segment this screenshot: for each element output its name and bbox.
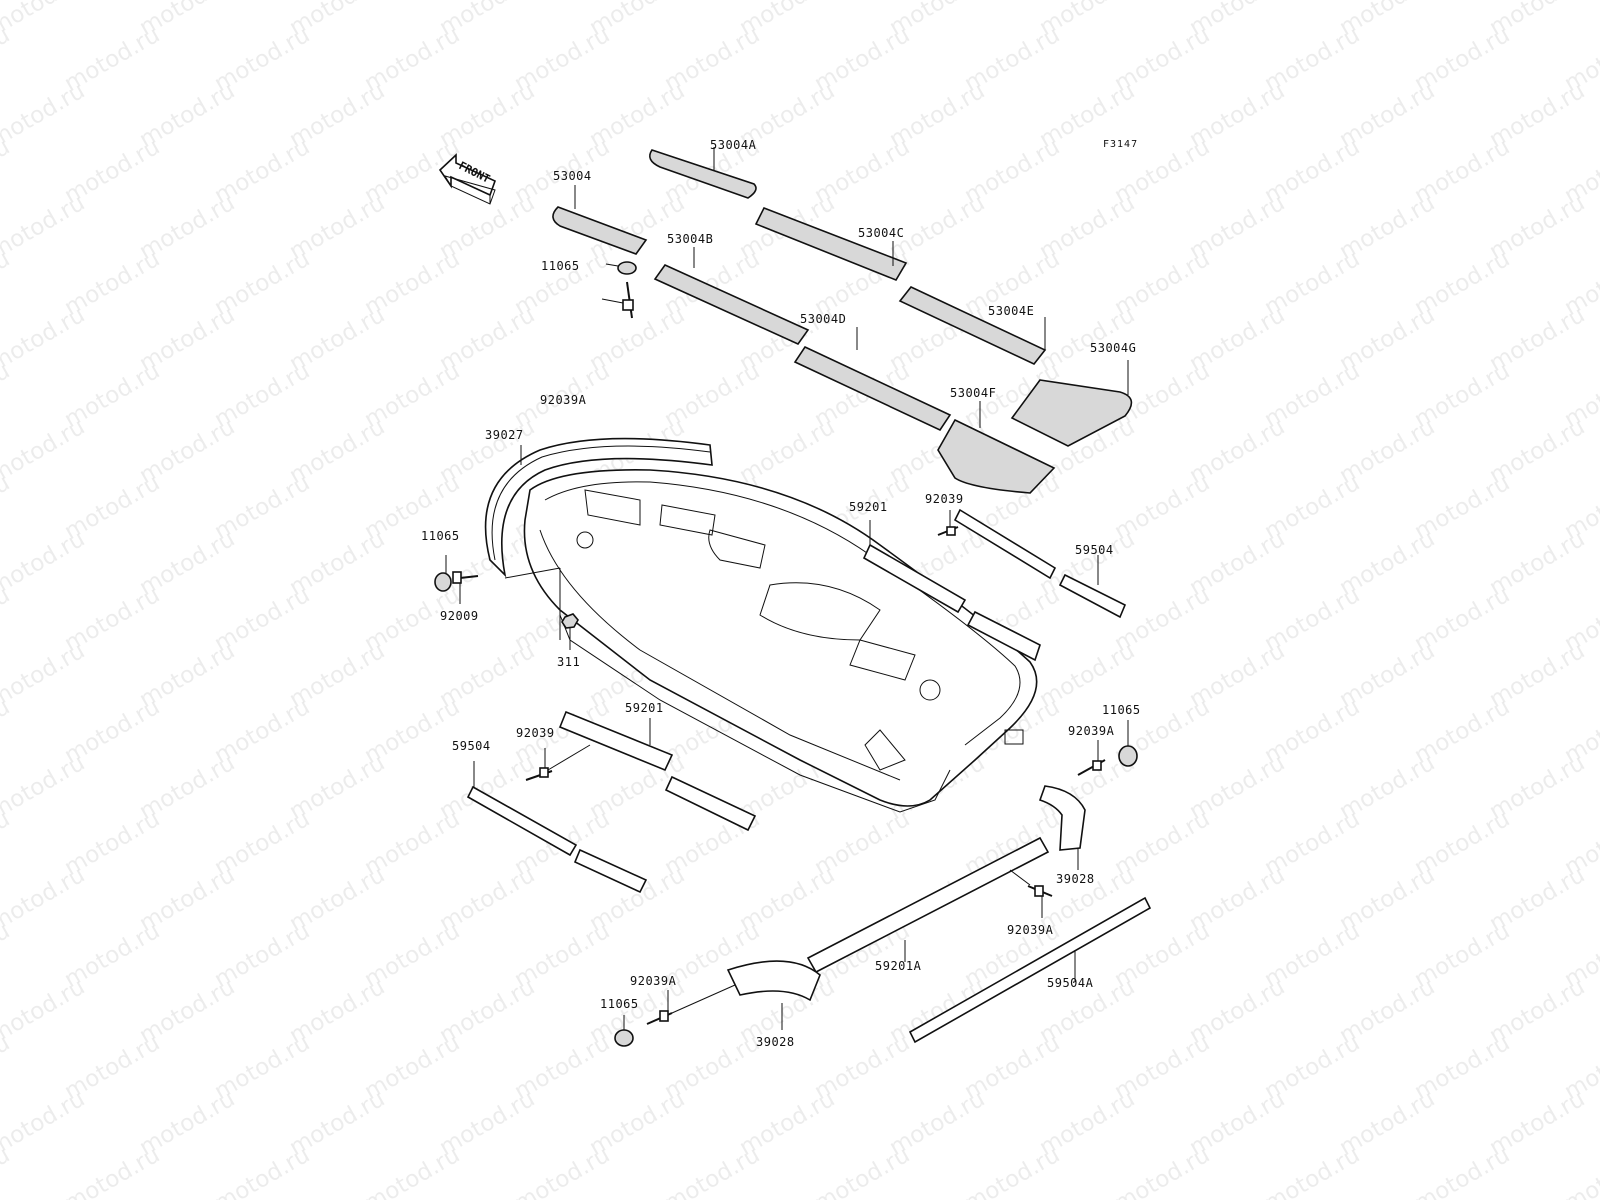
- rivet-92039A-bottom: [646, 984, 736, 1025]
- sheet-code: F3147: [1103, 139, 1138, 150]
- cap-11065-left: [434, 555, 452, 592]
- watermark-text: motod.ru: [0, 414, 89, 489]
- callout-53004A: 53004A: [710, 138, 757, 152]
- watermark-text: motod.ru: [0, 1086, 89, 1161]
- mat-53004F: [937, 401, 1056, 494]
- callout-59201A: 59201A: [875, 959, 922, 973]
- strip-59504A: [908, 896, 1152, 1044]
- callout-11065-top: 11065: [541, 259, 580, 273]
- strip-59504-left: [466, 761, 648, 894]
- watermark-text: motod.ru: [210, 1142, 314, 1200]
- mat-53004: [552, 185, 648, 255]
- watermark-text: motod.ru: [0, 918, 14, 993]
- watermark-text: motod.ru: [0, 22, 14, 97]
- rivet-92039A-mid: [1027, 885, 1053, 918]
- guard-59201-left: [558, 710, 757, 832]
- watermark-text: motod.ru: [0, 806, 14, 881]
- callout-53004F: 53004F: [950, 386, 996, 400]
- callout-92039A-top: 92039A: [540, 393, 587, 407]
- guard-59201A: [806, 836, 1050, 974]
- cap-11065-top: [605, 261, 637, 275]
- watermark-text: motod.ru: [1560, 1142, 1600, 1200]
- callout-92039-right: 92039: [925, 492, 964, 506]
- watermark-text: motod.ru: [0, 1030, 14, 1105]
- watermark-text: motod.ru: [0, 358, 14, 433]
- guard-59201-right: [862, 520, 1041, 662]
- callout-92039A-bottom: 92039A: [630, 974, 677, 988]
- watermark-text: motod.ru: [0, 246, 14, 321]
- watermark-text: motod.ru: [0, 470, 14, 545]
- callouts: 53004A 53004 53004B 53004C 53004D 53004E…: [421, 138, 1141, 1049]
- cap-11065-bottom: [614, 1015, 634, 1047]
- callout-39027: 39027: [485, 428, 524, 442]
- watermark-text: motod.ru: [0, 302, 89, 377]
- watermark-text: motod.ru: [0, 190, 89, 265]
- callout-92039A-mid: 92039A: [1007, 923, 1054, 937]
- watermark-text: motod.ru: [1110, 1142, 1214, 1200]
- callout-59201-left: 59201: [625, 701, 664, 715]
- watermark-text: motod.ru: [60, 1142, 164, 1200]
- mat-53004A: [649, 147, 757, 199]
- bumper-39027: [484, 437, 713, 578]
- callout-59504A: 59504A: [1047, 976, 1094, 990]
- callout-39028-bottom: 39028: [756, 1035, 795, 1049]
- callout-92039A-right: 92039A: [1068, 724, 1115, 738]
- watermark-text: motod.ru: [660, 1142, 764, 1200]
- callout-53004C: 53004C: [858, 226, 904, 240]
- front-arrow: FRONT: [438, 153, 496, 205]
- watermark-text: motod.ru: [0, 750, 89, 825]
- callout-53004D: 53004D: [800, 312, 846, 326]
- watermark-text: motod.ru: [510, 1142, 614, 1200]
- callout-11065-left: 11065: [421, 529, 460, 543]
- mat-53004C: [754, 206, 908, 281]
- callout-53004B: 53004B: [667, 232, 713, 246]
- callout-53004E: 53004E: [988, 304, 1034, 318]
- callout-92039-left: 92039: [516, 726, 555, 740]
- watermark-text: motod.ru: [0, 78, 89, 153]
- callout-59504-right: 59504: [1075, 543, 1114, 557]
- watermark-text: motod.ru: [1410, 1142, 1514, 1200]
- callout-11065-right: 11065: [1102, 703, 1141, 717]
- strip-59504-right: [953, 508, 1127, 619]
- watermark-text: motod.ru: [0, 862, 89, 937]
- rivet-92039-left: [525, 744, 591, 781]
- bumper-39028-bottom: [726, 960, 821, 1030]
- watermark-text: motod.ru: [0, 0, 89, 41]
- rivet-92039A-right: [1077, 740, 1106, 776]
- rivet-92039A-top: [601, 281, 634, 319]
- mat-53004G: [1010, 360, 1133, 447]
- watermark-text: motod.ru: [360, 1142, 464, 1200]
- watermark-text: motod.ru: [0, 638, 89, 713]
- callout-11065-bottom: 11065: [600, 997, 639, 1011]
- watermark-text: motod.ru: [1260, 1142, 1364, 1200]
- watermark-text: motod.ru: [0, 694, 14, 769]
- callout-53004: 53004: [553, 169, 592, 183]
- watermark-text: motod.ru: [0, 526, 89, 601]
- watermark-text: motod.ru: [960, 1142, 1064, 1200]
- mat-53004D: [793, 327, 952, 432]
- callout-39028-right: 39028: [1056, 872, 1095, 886]
- watermark-text: motod.ru: [0, 582, 14, 657]
- watermark-text: motod.ru: [810, 1142, 914, 1200]
- watermark-text: motod.ru: [0, 974, 89, 1049]
- callout-311: 311: [557, 655, 580, 669]
- mat-53004B: [653, 247, 810, 346]
- watermark-text: motod.ru: [0, 134, 14, 209]
- mat-53004E: [898, 286, 1047, 365]
- nut-311: [561, 613, 579, 650]
- bumper-39028-right: [1038, 785, 1086, 870]
- callout-59504-left: 59504: [452, 739, 491, 753]
- callout-59201-right: 59201: [849, 500, 888, 514]
- callout-53004G: 53004G: [1090, 341, 1136, 355]
- rivet-92039-right: [937, 510, 959, 536]
- callout-92009: 92009: [440, 609, 479, 623]
- cap-11065-right: [1118, 720, 1138, 767]
- bolt-92009: [452, 571, 479, 604]
